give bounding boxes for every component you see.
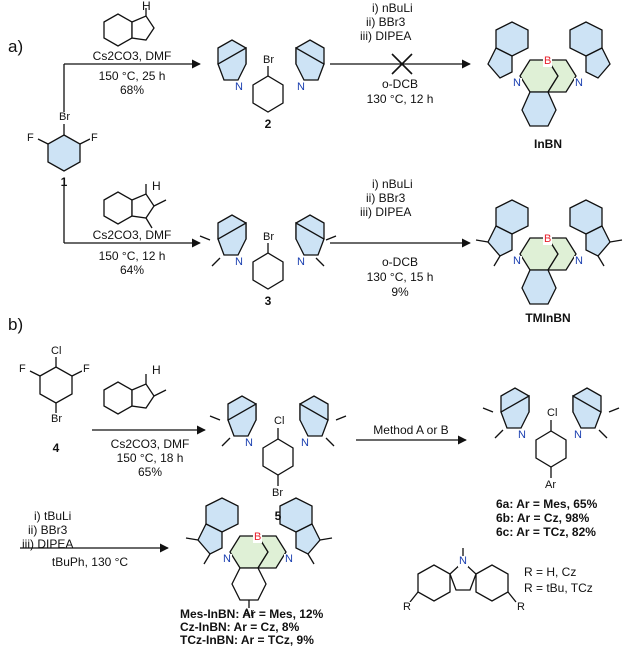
cmpd2-br: Br (262, 54, 275, 66)
compound-4-number: 4 (52, 441, 60, 455)
final-product-structure-icon (185, 497, 333, 608)
step2-conditions: 150 °C, 12 h (98, 249, 166, 263)
failed-conditions: 130 °C, 12 h (366, 92, 434, 106)
compound-1-ring-icon (37, 124, 91, 172)
product-mes-text: Mes-InBN: Ar = Mes, 12% (180, 607, 324, 621)
cmpd4-f1: F (18, 363, 27, 375)
dimethylindole-b-nh-label: H (152, 363, 161, 377)
compound-6-icon (482, 387, 620, 478)
inbn-structure-icon (487, 21, 611, 127)
cmpd1-f2: F (90, 132, 99, 144)
compound-5-icon (209, 395, 347, 486)
method-label: Method A or B (373, 423, 449, 437)
step-b1-yield: 65% (137, 465, 163, 479)
product-cz-text: Cz-InBN: Ar = Cz, 8% (180, 620, 300, 634)
final-step-2: ii) BBr3 (28, 523, 68, 537)
success-step-3: iii) DIPEA (360, 205, 412, 219)
cmpd6-n2: N (573, 429, 583, 441)
inbn-n1: N (512, 77, 522, 89)
tminbn-n1: N (512, 255, 522, 267)
cmpd1-br: Br (58, 111, 71, 123)
inbn-n2: N (574, 77, 584, 89)
product-tcz-text: TCz-InBN: Ar = TCz, 9% (180, 633, 314, 647)
compound-1-number: 1 (60, 175, 68, 189)
step-b1-conditions: 150 °C, 18 h (116, 451, 184, 465)
product-mes: Mes-InBN: Ar = Mes, 12% (180, 608, 323, 621)
final-solvent: tBuPh, 130 °C (51, 555, 129, 569)
step2-reagent: Cs2CO3, DMF (92, 228, 172, 242)
cmpd5-n1: N (244, 437, 254, 449)
compound-5-number: 5 (274, 509, 282, 523)
carbazole-n: N (458, 555, 468, 567)
cmpd2-n1: N (234, 81, 244, 93)
cmpd3-n1: N (234, 256, 244, 268)
step1-yield: 68% (119, 83, 145, 97)
inbn-name: InBN (534, 137, 562, 151)
cmpd4-cl: Cl (50, 345, 63, 357)
cmpd4-br: Br (50, 413, 63, 425)
final-step-3: iii) DIPEA (22, 537, 74, 551)
success-solvent: o-DCB (381, 255, 419, 269)
step1-conditions: 150 °C, 25 h (98, 69, 166, 83)
compound-3-icon (199, 214, 337, 290)
carbazole-structure-icon (409, 548, 517, 603)
cmpd4-f2: F (82, 363, 91, 375)
cmpd1-f1: F (26, 132, 35, 144)
indole-reagent-icon (103, 8, 155, 47)
compound-2-number: 2 (264, 117, 272, 131)
carbazole-r1: R (402, 601, 412, 613)
cmpd6-ar: Ar (544, 479, 557, 491)
carbazole-legend-tcz: R = tBu, TCz (524, 581, 593, 595)
product-tcz: TCz-InBN: Ar = TCz, 9% (180, 634, 314, 647)
tminbn-n2: N (574, 255, 584, 267)
final-n1: N (222, 553, 232, 565)
product-cz: Cz-InBN: Ar = Cz, 8% (180, 621, 299, 634)
success-yield: 9% (391, 285, 409, 299)
tminbn-boron: B (543, 233, 553, 245)
cmpd3-n2: N (296, 256, 306, 268)
cmpd5-br: Br (271, 487, 284, 499)
cmpd2-n2: N (296, 81, 306, 93)
success-step-2: ii) BBr3 (366, 191, 406, 205)
variant-6a: 6a: Ar = Mes, 65% (496, 497, 598, 511)
final-step-1: i) tBuLi (34, 509, 72, 523)
failed-step-3: iii) DIPEA (360, 29, 412, 43)
failed-step-1: i) nBuLi (372, 1, 413, 15)
carbazole-legend-cz: R = H, Cz (524, 565, 577, 579)
success-step-1: i) nBuLi (372, 177, 413, 191)
compound-2-icon (217, 39, 325, 113)
indole-nh-label: H (142, 0, 151, 13)
variant-6c: 6c: Ar = TCz, 82% (496, 525, 596, 539)
tminbn-name: TMInBN (525, 311, 571, 325)
cmpd3-br: Br (262, 231, 275, 243)
part-b-label: b) (8, 315, 24, 334)
step-b1-reagent: Cs2CO3, DMF (110, 437, 190, 451)
success-conditions: 130 °C, 15 h (366, 270, 434, 284)
step1-reagent: Cs2CO3, DMF (92, 49, 172, 63)
dimethylindole-reagent-b-icon (103, 374, 167, 415)
cmpd5-cl: Cl (273, 415, 286, 427)
inbn-boron: B (543, 55, 553, 67)
cmpd5-n2: N (300, 437, 310, 449)
compound-4-icon (29, 357, 83, 413)
final-ar: Ar (242, 607, 255, 619)
compound-3-number: 3 (264, 294, 272, 308)
carbazole-r2: R (516, 601, 526, 613)
step2-yield: 64% (119, 263, 145, 277)
cmpd6-n1: N (517, 429, 527, 441)
cmpd6-cl: Cl (546, 407, 559, 419)
part-a-label: a) (8, 37, 24, 56)
failed-solvent: o-DCB (381, 77, 419, 91)
dimethylindole-nh-label: H (152, 179, 161, 193)
variant-6b: 6b: Ar = Cz, 98% (496, 511, 590, 525)
final-boron: B (253, 531, 263, 543)
tminbn-structure-icon (475, 199, 623, 305)
failed-step-2: ii) BBr3 (366, 15, 406, 29)
dimethylindole-reagent-icon (103, 184, 167, 229)
final-n2: N (284, 553, 294, 565)
